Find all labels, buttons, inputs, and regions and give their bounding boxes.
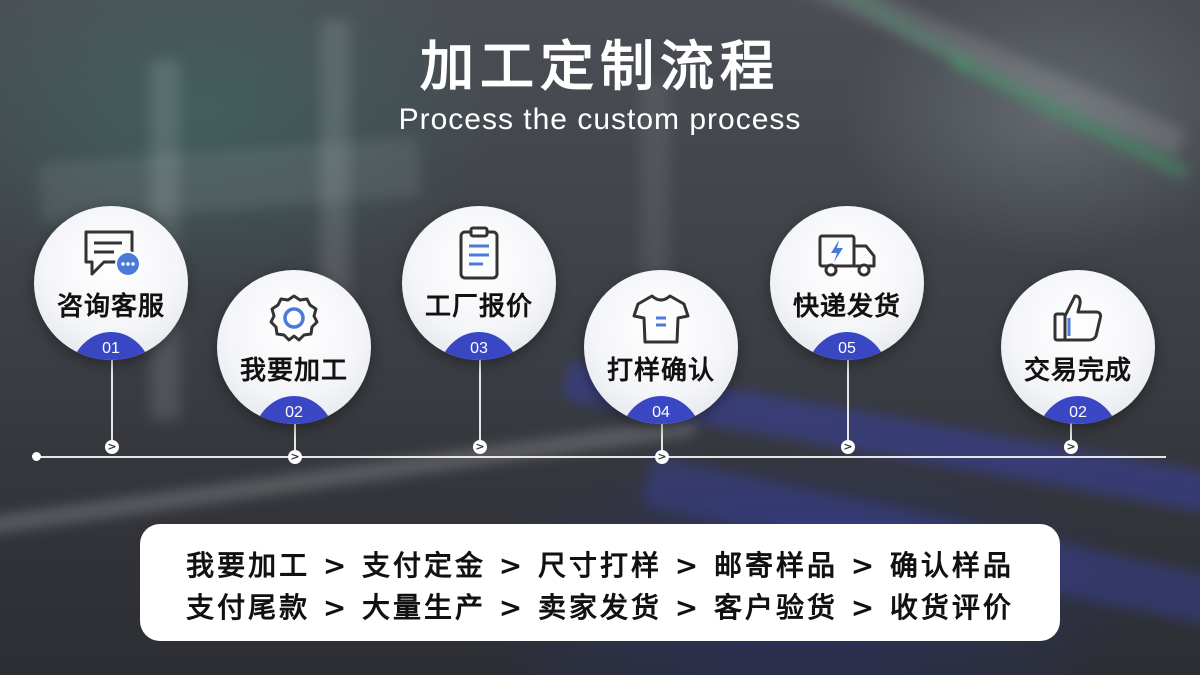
step-number-badge: 04 <box>619 396 703 424</box>
timeline-stem <box>111 350 113 446</box>
timeline-line <box>36 456 1166 458</box>
timeline-stem <box>847 350 849 446</box>
timeline-marker: > <box>105 440 119 454</box>
step-number-badge: 05 <box>805 332 889 360</box>
step-label: 快递发货 <box>792 292 901 322</box>
timeline-marker: > <box>1064 440 1078 454</box>
timeline-stem <box>294 415 296 455</box>
step-consult-service: 咨询客服 01 <box>34 206 188 360</box>
process-summary-line-1: 我要加工 > 支付定金 > 尺寸打样 > 邮寄样品 > 确认样品 <box>186 549 1014 582</box>
page-subtitle: Process the custom process <box>398 103 802 136</box>
timeline-marker: > <box>473 440 487 454</box>
clipboard-icon <box>448 226 510 282</box>
step-label: 交易完成 <box>1023 356 1132 386</box>
process-summary-line-2: 支付尾款 > 大量生产 > 卖家发货 > 客户验货 > 收货评价 <box>186 591 1014 624</box>
process-summary-panel: 我要加工 > 支付定金 > 尺寸打样 > 邮寄样品 > 确认样品 支付尾款 > … <box>140 524 1060 641</box>
step-number-badge: 02 <box>252 396 336 424</box>
step-factory-quote: 工厂报价 03 <box>402 206 556 360</box>
tshirt-icon <box>630 290 692 346</box>
step-transaction-complete: 交易完成 02 <box>1001 270 1155 424</box>
timeline-stem <box>479 350 481 446</box>
timeline-start-dot <box>32 452 41 461</box>
step-number-badge: 03 <box>437 332 521 360</box>
step-number-badge: 01 <box>69 332 153 360</box>
step-label: 打样确认 <box>606 356 715 386</box>
timeline-marker: > <box>841 440 855 454</box>
timeline-stem <box>1070 415 1072 445</box>
step-sample-confirm: 打样确认 04 <box>584 270 738 424</box>
gear-icon <box>263 290 325 346</box>
step-request-processing: 我要加工 02 <box>217 270 371 424</box>
step-label: 我要加工 <box>239 356 348 386</box>
delivery-truck-icon <box>816 226 878 282</box>
step-label: 工厂报价 <box>424 292 533 322</box>
thumbs-up-icon <box>1047 290 1109 346</box>
timeline-marker: > <box>288 450 302 464</box>
chat-bubble-icon <box>80 226 142 282</box>
step-label: 咨询客服 <box>56 292 165 322</box>
step-number-badge: 02 <box>1036 396 1120 424</box>
timeline-marker: > <box>655 450 669 464</box>
timeline-stem <box>661 415 663 455</box>
page-title: 加工定制流程 <box>420 35 780 98</box>
step-express-shipping: 快递发货 05 <box>770 206 924 360</box>
